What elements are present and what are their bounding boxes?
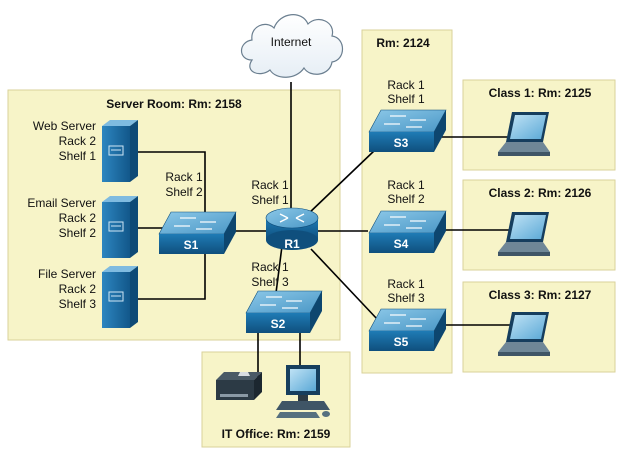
web-server-name: Web Server: [33, 119, 96, 133]
web-server-rack: Rack 2: [59, 134, 97, 148]
link-r1-s3: [306, 149, 376, 216]
switch-s4: S4: [368, 210, 447, 253]
switch-arrows-icon: [384, 314, 426, 327]
s3-shelf: Shelf 1: [387, 92, 425, 106]
rm-2124-title: Rm: 2124: [376, 36, 430, 50]
class3-title: Class 3: Rm: 2127: [489, 288, 592, 302]
desktop-pc-icon: [276, 365, 330, 418]
s4-rack: Rack 1: [387, 178, 425, 192]
email-server-shelf: Shelf 2: [59, 226, 97, 240]
class1-title: Class 1: Rm: 2125: [489, 86, 592, 100]
s1-shelf: Shelf 2: [165, 185, 203, 199]
it-office-title: IT Office: Rm: 2159: [222, 427, 331, 441]
router-r1: R1: [265, 207, 319, 251]
s5-rack: Rack 1: [387, 277, 425, 291]
s1-label: S1: [184, 238, 199, 252]
email-server: [102, 196, 138, 258]
laptop-class3: [498, 312, 550, 356]
internet-label: Internet: [271, 35, 312, 49]
laptop-class1: [498, 112, 550, 156]
link-r1-s2: [275, 245, 283, 294]
s2-rack: Rack 1: [251, 260, 289, 274]
file-server-shelf: Shelf 3: [59, 297, 97, 311]
switch-arrows-icon: [174, 217, 216, 230]
s5-label: S5: [394, 335, 409, 349]
switch-arrows-icon: [260, 296, 302, 309]
file-server-rack: Rack 2: [59, 282, 97, 296]
link-webserver-s1: [137, 151, 206, 222]
file-server-label: File Server Rack 2 Shelf 3: [38, 267, 96, 311]
links: [137, 82, 512, 378]
web-server-shelf: Shelf 1: [59, 149, 97, 163]
switch-s3: S3: [368, 109, 447, 152]
switch-s1: S1: [158, 211, 237, 254]
email-server-label: Email Server Rack 2 Shelf 2: [27, 196, 96, 240]
r1-rack: Rack 1: [251, 178, 289, 192]
s5-shelf: Shelf 3: [387, 291, 425, 305]
r1-shelf: Shelf 1: [251, 193, 289, 207]
file-server-name: File Server: [38, 267, 96, 281]
file-server: [102, 266, 138, 328]
link-r1-s5: [310, 248, 379, 321]
r1-label: R1: [284, 237, 300, 251]
laptop-class2: [498, 212, 550, 256]
link-fileserver-s1: [137, 245, 206, 300]
web-server-label: Web Server Rack 2 Shelf 1: [33, 119, 96, 163]
email-server-name: Email Server: [27, 196, 96, 210]
switch-arrows-icon: [384, 115, 426, 128]
server-room-title: Server Room: Rm: 2158: [106, 97, 242, 111]
email-server-rack: Rack 2: [59, 211, 97, 225]
s4-shelf: Shelf 2: [387, 192, 425, 206]
printer-icon: [216, 372, 262, 400]
web-server: [102, 120, 138, 182]
s4-label: S4: [394, 237, 409, 251]
s3-rack: Rack 1: [387, 78, 425, 92]
s3-label: S3: [394, 136, 409, 150]
s2-shelf: Shelf 3: [251, 275, 289, 289]
switch-s5: S5: [368, 308, 447, 351]
class2-title: Class 2: Rm: 2126: [489, 186, 592, 200]
internet-cloud: Internet: [240, 14, 344, 78]
switch-s2: S2: [245, 290, 323, 333]
cloud-icon: [240, 14, 344, 78]
switch-arrows-icon: [384, 216, 426, 229]
router-arrows-icon: [279, 213, 305, 223]
s2-label: S2: [271, 317, 286, 331]
s1-rack: Rack 1: [165, 170, 203, 184]
